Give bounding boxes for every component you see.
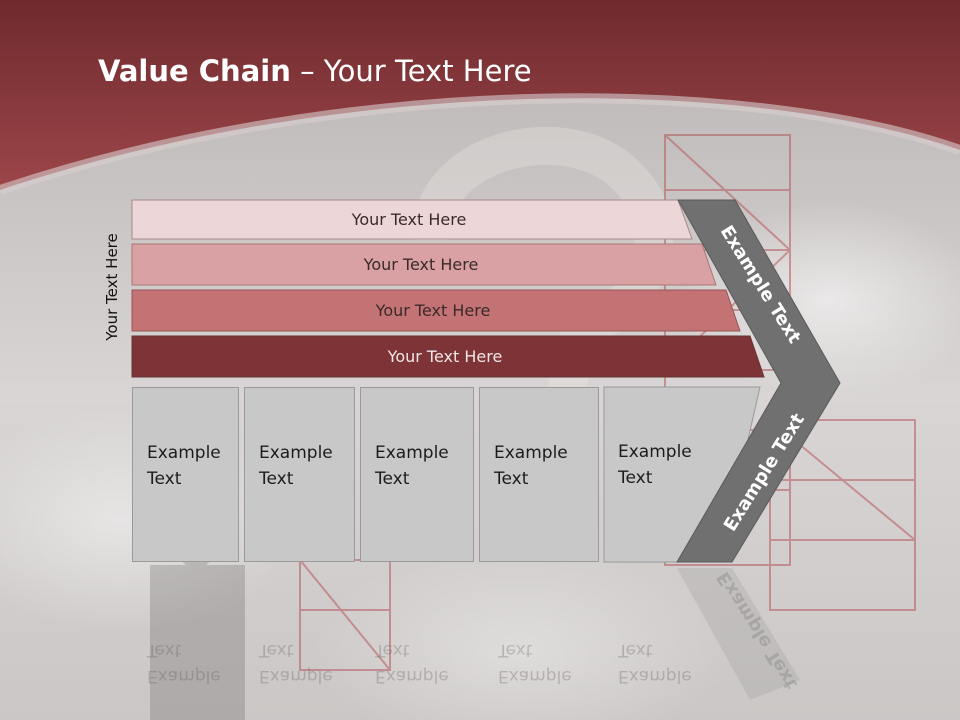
box-3-line1: Example	[375, 443, 449, 463]
row-3-label: Your Text Here	[375, 301, 491, 320]
box-5-reflection-line2: Text	[618, 640, 653, 660]
box-2-reflection-line2: Text	[259, 640, 294, 660]
box-4-reflection-line2: Text	[498, 640, 533, 660]
row-3-shape	[131, 289, 741, 332]
box-2-line2: Text	[259, 469, 294, 489]
box-1-line1: Example	[147, 443, 221, 463]
row-4-shape	[131, 335, 765, 378]
box-5: Example Text	[604, 387, 724, 562]
box-3-reflection-line1: Example	[375, 666, 449, 686]
row-2: Your Text Here	[132, 244, 716, 285]
row-1: Your Text Here	[132, 200, 692, 239]
chevron-shape	[676, 199, 841, 563]
box-5-reflection: Example Text	[618, 637, 692, 689]
row-4: Your Text Here	[132, 336, 764, 377]
box-3-reflection: Example Text	[375, 637, 449, 689]
box-4-line1: Example	[494, 443, 568, 463]
header-band	[0, 0, 960, 195]
box-5-line1: Example	[618, 442, 692, 462]
box-2: Example Text	[244, 387, 355, 562]
slide-title: Value Chain – Your Text Here	[98, 54, 532, 88]
title-bold: Value Chain	[98, 54, 291, 88]
title-rest: – Your Text Here	[290, 54, 532, 88]
box-5-reflection-line1: Example	[618, 666, 692, 686]
box-3: Example Text	[360, 387, 474, 562]
chevron-reflection	[677, 568, 800, 700]
row-3: Your Text Here	[132, 290, 740, 331]
box-1-reflection-line1: Example	[147, 666, 221, 686]
box-1: Example Text	[132, 387, 239, 562]
box-1-reflection-line2: Text	[147, 640, 182, 660]
row-1-shape	[131, 199, 693, 240]
box-3-line2: Text	[375, 469, 410, 489]
box-1-line2: Text	[147, 469, 182, 489]
row-2-label: Your Text Here	[363, 255, 479, 274]
box-4-reflection-line1: Example	[498, 666, 572, 686]
box-2-reflection: Example Text	[259, 637, 333, 689]
box-5-line2: Text	[618, 468, 653, 488]
box-3-reflection-line2: Text	[375, 640, 410, 660]
row-4-label: Your Text Here	[387, 347, 503, 366]
box-4-reflection: Example Text	[498, 637, 572, 689]
row-1-label: Your Text Here	[351, 210, 467, 229]
box-4-line2: Text	[494, 469, 529, 489]
box-1-reflection: Example Text	[147, 637, 221, 689]
box-2-reflection-line1: Example	[259, 666, 333, 686]
box-2-line1: Example	[259, 443, 333, 463]
row-2-shape	[131, 243, 717, 286]
box-4: Example Text	[479, 387, 599, 562]
